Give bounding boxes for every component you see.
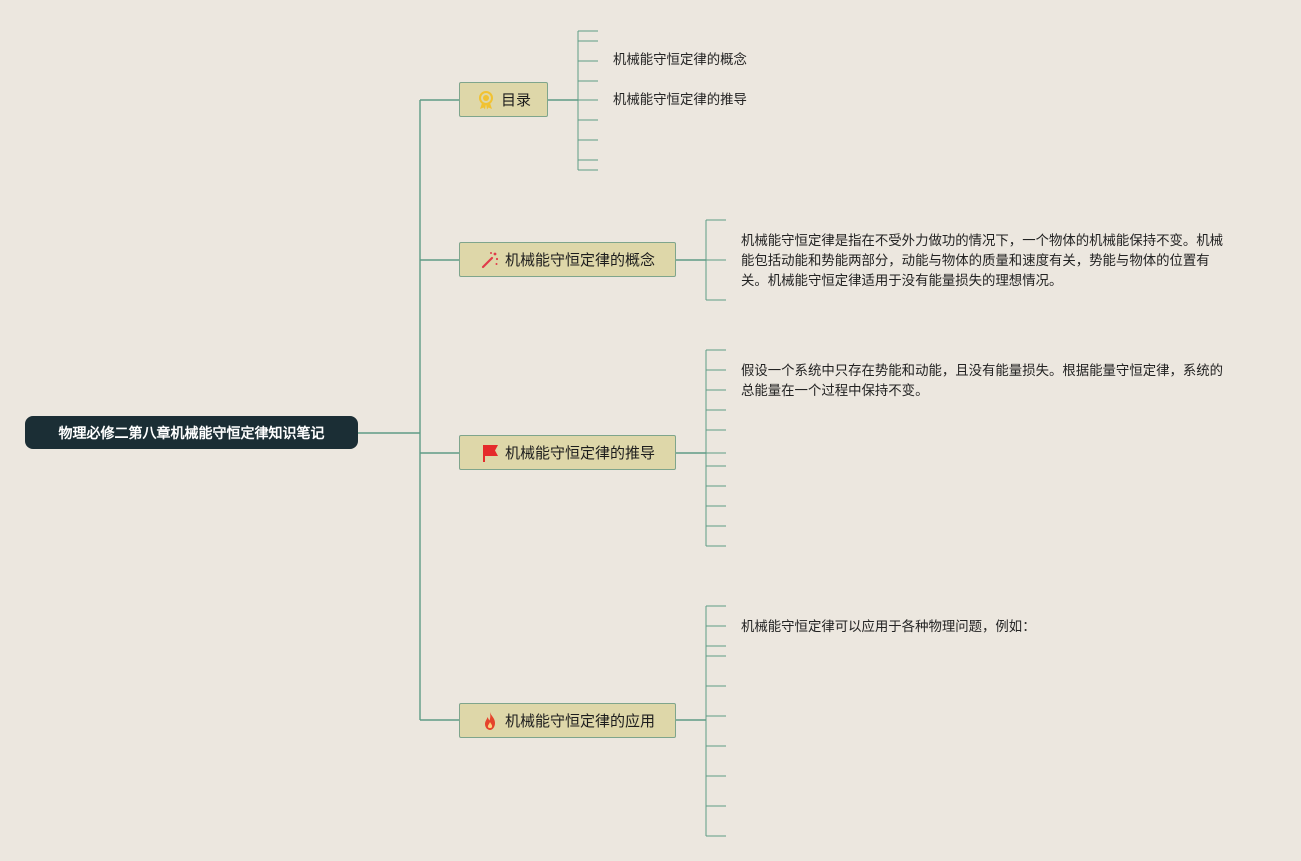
flag-icon xyxy=(480,443,500,463)
topic-label: 机械能守恒定律的概念 xyxy=(504,251,655,269)
topic-toc[interactable]: 目录 xyxy=(459,82,548,117)
topic-application[interactable]: 机械能守恒定律的应用 xyxy=(459,703,676,738)
toc-item-derivation[interactable]: 机械能守恒定律的推导 xyxy=(613,93,747,108)
topic-label: 机械能守恒定律的推导 xyxy=(504,444,655,462)
toc-item-concept[interactable]: 机械能守恒定律的概念 xyxy=(613,53,747,68)
concept-detail-text[interactable]: 机械能守恒定律是指在不受外力做功的情况下，一个物体的机械能保持不变。机械能包括动… xyxy=(741,234,1224,289)
topic-concept[interactable]: 机械能守恒定律的概念 xyxy=(459,242,676,277)
root-topic[interactable]: 物理必修二第八章机械能守恒定律知识笔记 xyxy=(25,416,358,449)
topic-derivation[interactable]: 机械能守恒定律的推导 xyxy=(459,435,676,470)
derivation-detail-text[interactable]: 假设一个系统中只存在势能和动能，且没有能量损失。根据能量守恒定律，系统的总能量在… xyxy=(741,364,1224,399)
root-title: 物理必修二第八章机械能守恒定律知识笔记 xyxy=(58,425,325,442)
application-detail-text[interactable]: 机械能守恒定律可以应用于各种物理问题，例如： xyxy=(741,620,1036,635)
topic-label: 机械能守恒定律的应用 xyxy=(504,712,655,730)
award-icon xyxy=(476,90,496,110)
magic-wand-icon xyxy=(480,250,500,270)
topic-label: 目录 xyxy=(500,91,531,109)
fire-icon xyxy=(480,711,500,731)
